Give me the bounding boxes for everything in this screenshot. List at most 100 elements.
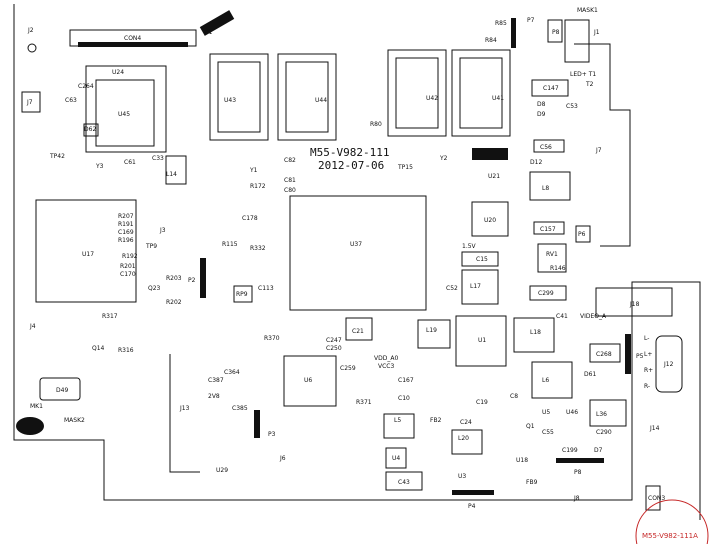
stamp-text: M55-V982-111A — [642, 532, 698, 540]
label-u20: U20 — [484, 217, 496, 224]
label-c80: C80 — [284, 187, 296, 194]
label-c41: C41 — [556, 313, 568, 320]
mask2-pad — [16, 417, 44, 435]
label-u24: U24 — [112, 69, 124, 76]
label-u43: U43 — [224, 97, 236, 104]
label-u37: U37 — [350, 241, 362, 248]
chip-u44 — [277, 53, 337, 141]
label-j2: J2 — [27, 27, 34, 34]
chip-u43 — [209, 53, 269, 141]
label-r80: R80 — [370, 121, 382, 128]
label-l8: L8 — [542, 185, 549, 192]
label-l-minus: L- — [644, 335, 649, 342]
label-c52: C52 — [446, 285, 458, 292]
label-j18: J18 — [629, 301, 640, 308]
label-r201: R201 — [120, 263, 136, 270]
label-d12: D12 — [530, 159, 542, 166]
label-u46: U46 — [566, 409, 578, 416]
label-r207: R207 — [118, 213, 134, 220]
label-l36: L36 — [596, 411, 607, 418]
label-p4: P4 — [468, 503, 476, 510]
label-u5: U5 — [542, 409, 550, 416]
label-c157: C157 — [540, 226, 556, 233]
label-r115: R115 — [222, 241, 238, 248]
label-u3: U3 — [458, 473, 466, 480]
label-u21: U21 — [488, 173, 500, 180]
label-l18: L18 — [530, 329, 541, 336]
label-c24: C24 — [460, 419, 472, 426]
label-rp9: RP9 — [236, 291, 248, 298]
label-vdd-a0: VDD_A0 — [374, 355, 398, 362]
label-j4: J4 — [29, 323, 36, 330]
label-c33: C33 — [152, 155, 164, 162]
label-l-plus: L+ — [644, 351, 652, 358]
label-c113: C113 — [258, 285, 274, 292]
chip-u42 — [387, 49, 447, 137]
label-l19: L19 — [426, 327, 437, 334]
label-c63: C63 — [65, 97, 77, 104]
label-mk1: MK1 — [30, 403, 43, 410]
label-c250: C250 — [326, 345, 342, 352]
label-y3: Y3 — [95, 163, 104, 170]
label-con3: CON3 — [648, 495, 665, 502]
label-c147: C147 — [543, 85, 559, 92]
label-video-a: VIDEO_A — [580, 313, 607, 320]
label-c19: C19 — [476, 399, 488, 406]
label-d8: D8 — [537, 101, 546, 108]
label-t2: T2 — [585, 81, 594, 88]
label-r-plus: R+ — [644, 367, 653, 374]
u24-frame — [85, 65, 167, 153]
label-c21: C21 — [352, 328, 364, 335]
label-mask2: MASK2 — [64, 417, 85, 424]
label-u45: U45 — [118, 111, 130, 118]
label-r202: R202 — [166, 299, 182, 306]
label-j7-right: J7 — [595, 147, 602, 154]
label-c8: C8 — [510, 393, 518, 400]
label-p5: P5 — [636, 353, 644, 360]
label-p2: P2 — [188, 277, 196, 284]
label-l17: L17 — [470, 283, 481, 290]
label-c81: C81 — [284, 177, 296, 184]
label-p3: P3 — [268, 431, 276, 438]
label-c247: C247 — [326, 337, 342, 344]
label-u1: U1 — [478, 337, 486, 344]
label-j3: J3 — [159, 227, 166, 234]
label-c61: C61 — [124, 159, 136, 166]
label-p8: P8 — [552, 29, 560, 36]
label-c43: C43 — [398, 479, 410, 486]
label-u18: U18 — [516, 457, 528, 464]
label-c264: C264 — [78, 83, 94, 90]
label-d7: D7 — [594, 447, 603, 454]
label-j1: J1 — [593, 29, 600, 36]
label-vcc3: VCC3 — [378, 363, 394, 370]
label-c169: C169 — [118, 229, 134, 236]
label-u6: U6 — [304, 377, 312, 384]
label-1-5v: 1.5V — [462, 243, 477, 250]
label-j13: J13 — [179, 405, 190, 412]
label-j12: J12 — [663, 361, 674, 368]
label-c199: C199 — [562, 447, 578, 454]
label-r316: R316 — [118, 347, 134, 354]
label-tp15: TP15 — [397, 164, 413, 171]
label-r371: R371 — [356, 399, 372, 406]
label-c299: C299 — [538, 290, 554, 297]
label-r370: R370 — [264, 335, 280, 342]
label-u44: U44 — [315, 97, 327, 104]
label-u17: U17 — [82, 251, 94, 258]
label-u29: U29 — [216, 467, 228, 474]
label-y1: Y1 — [249, 167, 258, 174]
label-q23: Q23 — [148, 285, 161, 292]
label-q14: Q14 — [92, 345, 105, 352]
board-date: 2012-07-06 — [318, 159, 384, 172]
label-l20: L20 — [458, 435, 469, 442]
label-u42: U42 — [426, 95, 438, 102]
label-c15: C15 — [476, 256, 488, 263]
label-j8: J8 — [573, 495, 580, 502]
stamp-circle — [635, 499, 709, 548]
label-d62: D62 — [84, 126, 96, 133]
label-c56: C56 — [540, 144, 552, 151]
chip-u37 — [289, 195, 427, 311]
label-y2: Y2 — [439, 155, 448, 162]
label-d61: D61 — [584, 371, 596, 378]
